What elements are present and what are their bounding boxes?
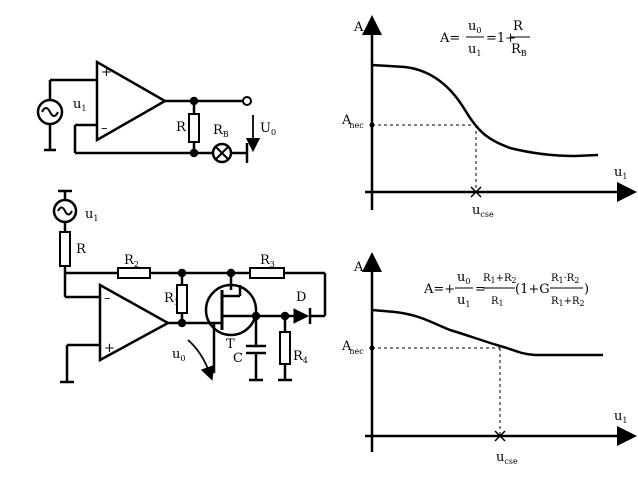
bottom-opamp-plus: + (104, 341, 115, 356)
svg-text:R1·R2: R1·R2 (551, 273, 579, 285)
bottom-r4-label: R4 (293, 349, 308, 365)
diode-label: D (296, 290, 306, 305)
graph-bottom-xmark-label: ucse (496, 450, 518, 466)
graph-bottom-formula: A=+ u0 u1 = R1+R2 R1 (1+G R1·R2 R1+R2 ) (423, 270, 589, 309)
top-lamp-label: RB (213, 123, 229, 139)
top-opamp-minus: – (101, 121, 108, 136)
top-circuit-labels: u1 + – R RB U0 (73, 65, 276, 139)
bottom-r2-label: R2 (124, 253, 139, 269)
graph-bottom: A u1 Anec ucse A=+ u0 u1 = R1+R2 R1 (1+G… (341, 252, 637, 466)
svg-text:u1: u1 (457, 293, 470, 309)
bottom-r2-symbol (117, 267, 151, 279)
graph-top-xmark-label: ucse (472, 203, 494, 219)
top-source-label: u1 (73, 97, 86, 113)
svg-text:R1+R2: R1+R2 (551, 296, 585, 308)
svg-text:A=+: A=+ (423, 282, 455, 297)
output-terminal (242, 96, 252, 106)
svg-text:=: = (475, 282, 486, 297)
top-output-label: U0 (260, 121, 276, 137)
svg-text:(1+G: (1+G (515, 282, 550, 297)
bottom-circuit (52, 189, 327, 384)
top-circuit (36, 59, 261, 164)
svg-text:u1: u1 (468, 42, 481, 58)
top-opamp-plus: + (101, 65, 112, 80)
bottom-opamp-minus: – (104, 291, 111, 306)
bottom-r3-symbol (249, 267, 285, 279)
bottom-r3-label: R3 (260, 253, 275, 269)
resistor-symbol (188, 113, 200, 143)
svg-text:u0: u0 (468, 19, 481, 35)
graph-top-curve (371, 63, 599, 158)
graph-top: A u1 Anec ucse A= u0 u1 =1+ R RB (341, 15, 637, 219)
graph-bottom-x-label: u1 (614, 409, 627, 425)
svg-text:): ) (584, 282, 589, 297)
capacitor-label: C (233, 351, 243, 366)
graph-top-formula: A= u0 u1 =1+ R RB (439, 19, 530, 58)
top-resistor-label: R (176, 120, 187, 135)
bottom-r1-label: R1 (164, 291, 179, 307)
bottom-output-label: u0 (172, 347, 185, 363)
graph-bottom-curve (371, 308, 603, 357)
svg-text:=1+: =1+ (486, 31, 516, 46)
graph-top-y-label: A (353, 20, 364, 35)
svg-text:RB: RB (511, 42, 527, 58)
bottom-r-label: R (76, 242, 87, 257)
graph-bottom-ref-label: Anec (341, 339, 364, 356)
bottom-circuit-labels: u1 R R2 R3 R1 D T C R4 u0 – + (76, 207, 308, 366)
diode-symbol (293, 308, 310, 324)
bottom-source-label: u1 (85, 207, 98, 223)
opamp-symbol (95, 59, 168, 143)
graph-top-x-label: u1 (614, 165, 627, 181)
bottom-r-symbol (59, 231, 71, 267)
graph-bottom-y-label: A (353, 260, 364, 275)
graph-top-ref-label: Anec (341, 113, 364, 130)
svg-text:R1: R1 (491, 296, 504, 308)
svg-text:A=: A= (439, 31, 460, 46)
bottom-opamp-symbol (98, 282, 171, 363)
bottom-r4-symbol (279, 331, 291, 365)
svg-text:R: R (513, 19, 524, 34)
svg-text:u0: u0 (457, 270, 470, 286)
svg-text:R1+R2: R1+R2 (483, 273, 517, 285)
transistor-label: T (226, 337, 235, 352)
